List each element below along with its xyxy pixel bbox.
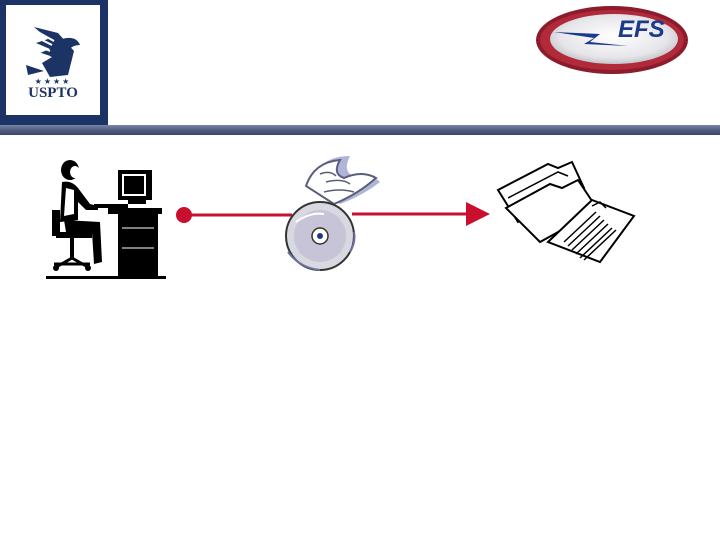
connector-start-dot bbox=[176, 207, 192, 223]
winged-cd-icon bbox=[280, 152, 390, 276]
document-folder-icon bbox=[488, 158, 638, 266]
person-at-computer-icon bbox=[42, 158, 172, 284]
connector-arrowhead bbox=[466, 202, 490, 226]
